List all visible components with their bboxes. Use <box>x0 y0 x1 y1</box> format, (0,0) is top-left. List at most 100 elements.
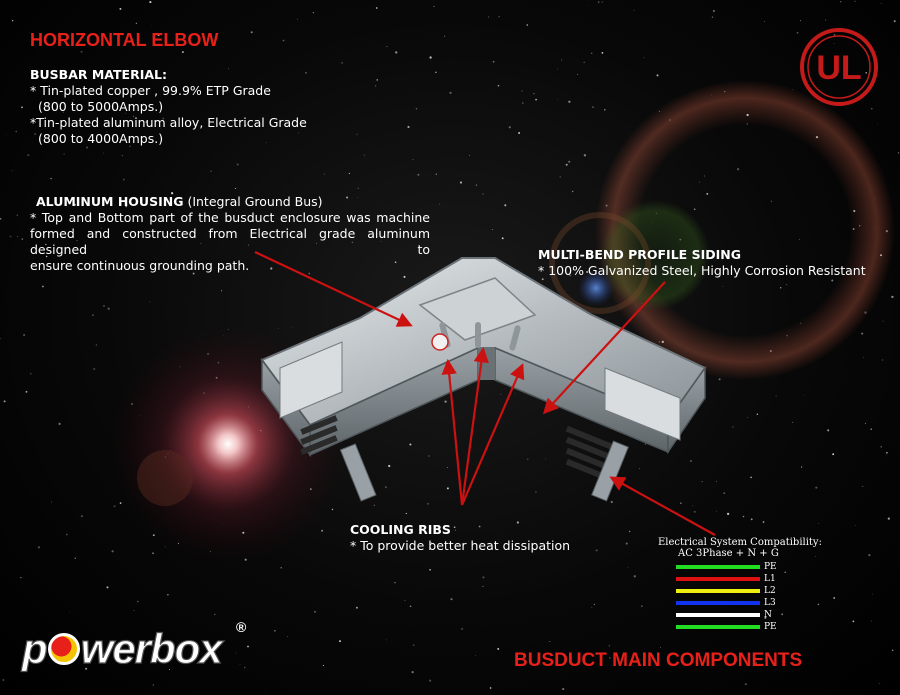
conductor-line: PE <box>676 561 828 573</box>
star <box>886 451 888 454</box>
star <box>3 400 6 403</box>
star <box>815 486 818 489</box>
star <box>16 214 19 217</box>
star <box>439 203 441 205</box>
star <box>244 666 246 669</box>
star <box>363 154 366 156</box>
star <box>718 378 721 381</box>
star <box>755 662 757 664</box>
star <box>891 295 894 299</box>
star <box>535 98 538 101</box>
siding-line-1: * 100% Galvanized Steel, Highly Corrosio… <box>538 263 866 278</box>
star <box>298 132 299 134</box>
star <box>887 517 890 520</box>
star <box>270 267 273 270</box>
star <box>34 132 37 136</box>
star <box>386 46 388 48</box>
star <box>744 683 747 686</box>
star <box>500 393 502 395</box>
star <box>316 242 317 244</box>
star <box>122 178 125 181</box>
system-subheading: AC 3Phase + N + G <box>678 548 779 559</box>
conductor-color-bar <box>676 577 760 581</box>
star <box>180 650 182 653</box>
conductor-line: L2 <box>676 585 828 597</box>
star <box>660 647 661 648</box>
star <box>429 568 431 571</box>
star <box>167 210 169 212</box>
star <box>69 611 70 613</box>
star <box>475 184 478 186</box>
star <box>435 173 437 175</box>
star <box>101 227 102 229</box>
star <box>106 586 109 589</box>
star <box>595 549 598 552</box>
brand-rest: werbox <box>80 624 223 672</box>
star <box>861 332 864 335</box>
star <box>264 693 266 695</box>
star <box>151 25 153 27</box>
star <box>429 56 432 59</box>
star <box>102 152 104 154</box>
star <box>0 217 2 220</box>
star <box>430 542 432 544</box>
star <box>591 606 593 608</box>
star <box>137 600 139 603</box>
star <box>644 443 646 445</box>
star <box>168 669 171 671</box>
star <box>609 657 611 659</box>
star <box>522 102 524 104</box>
star <box>167 593 169 596</box>
star <box>723 492 726 494</box>
star <box>539 653 541 655</box>
star <box>50 177 52 180</box>
star <box>125 205 128 208</box>
star <box>357 197 359 198</box>
star <box>355 606 358 609</box>
star <box>559 176 561 178</box>
star <box>864 422 867 424</box>
star <box>384 486 387 489</box>
star <box>468 154 470 156</box>
star <box>375 85 377 87</box>
star <box>322 664 325 667</box>
star <box>444 400 447 403</box>
star <box>117 124 120 127</box>
star <box>854 0 856 2</box>
star <box>565 163 568 166</box>
star <box>518 132 521 134</box>
star <box>277 327 279 329</box>
star <box>85 146 89 149</box>
star <box>455 529 457 531</box>
star <box>815 556 817 557</box>
star <box>870 428 872 430</box>
star <box>715 510 717 512</box>
busbar-material-block: BUSBAR MATERIAL: * Tin-plated copper , 9… <box>30 67 307 147</box>
star <box>411 671 414 674</box>
star <box>244 124 247 127</box>
star <box>792 421 794 423</box>
star <box>870 620 872 622</box>
star <box>143 103 145 105</box>
star <box>37 546 41 549</box>
star <box>346 196 349 199</box>
conductor-label: PE <box>764 622 777 632</box>
star <box>800 466 803 468</box>
star <box>521 90 523 92</box>
star <box>773 560 775 561</box>
star <box>297 18 298 20</box>
brand-first-letter: p <box>21 624 48 672</box>
star <box>545 458 547 460</box>
aluminum-housing-block: ALUMINUM HOUSING (Integral Ground Bus) *… <box>30 194 430 274</box>
star <box>797 658 799 660</box>
star <box>876 123 878 124</box>
star <box>239 664 241 666</box>
star <box>865 72 867 74</box>
star <box>228 68 229 70</box>
star <box>891 649 894 652</box>
star <box>192 272 195 275</box>
star <box>497 647 500 650</box>
star <box>764 21 766 23</box>
siding-arrow <box>542 281 666 415</box>
